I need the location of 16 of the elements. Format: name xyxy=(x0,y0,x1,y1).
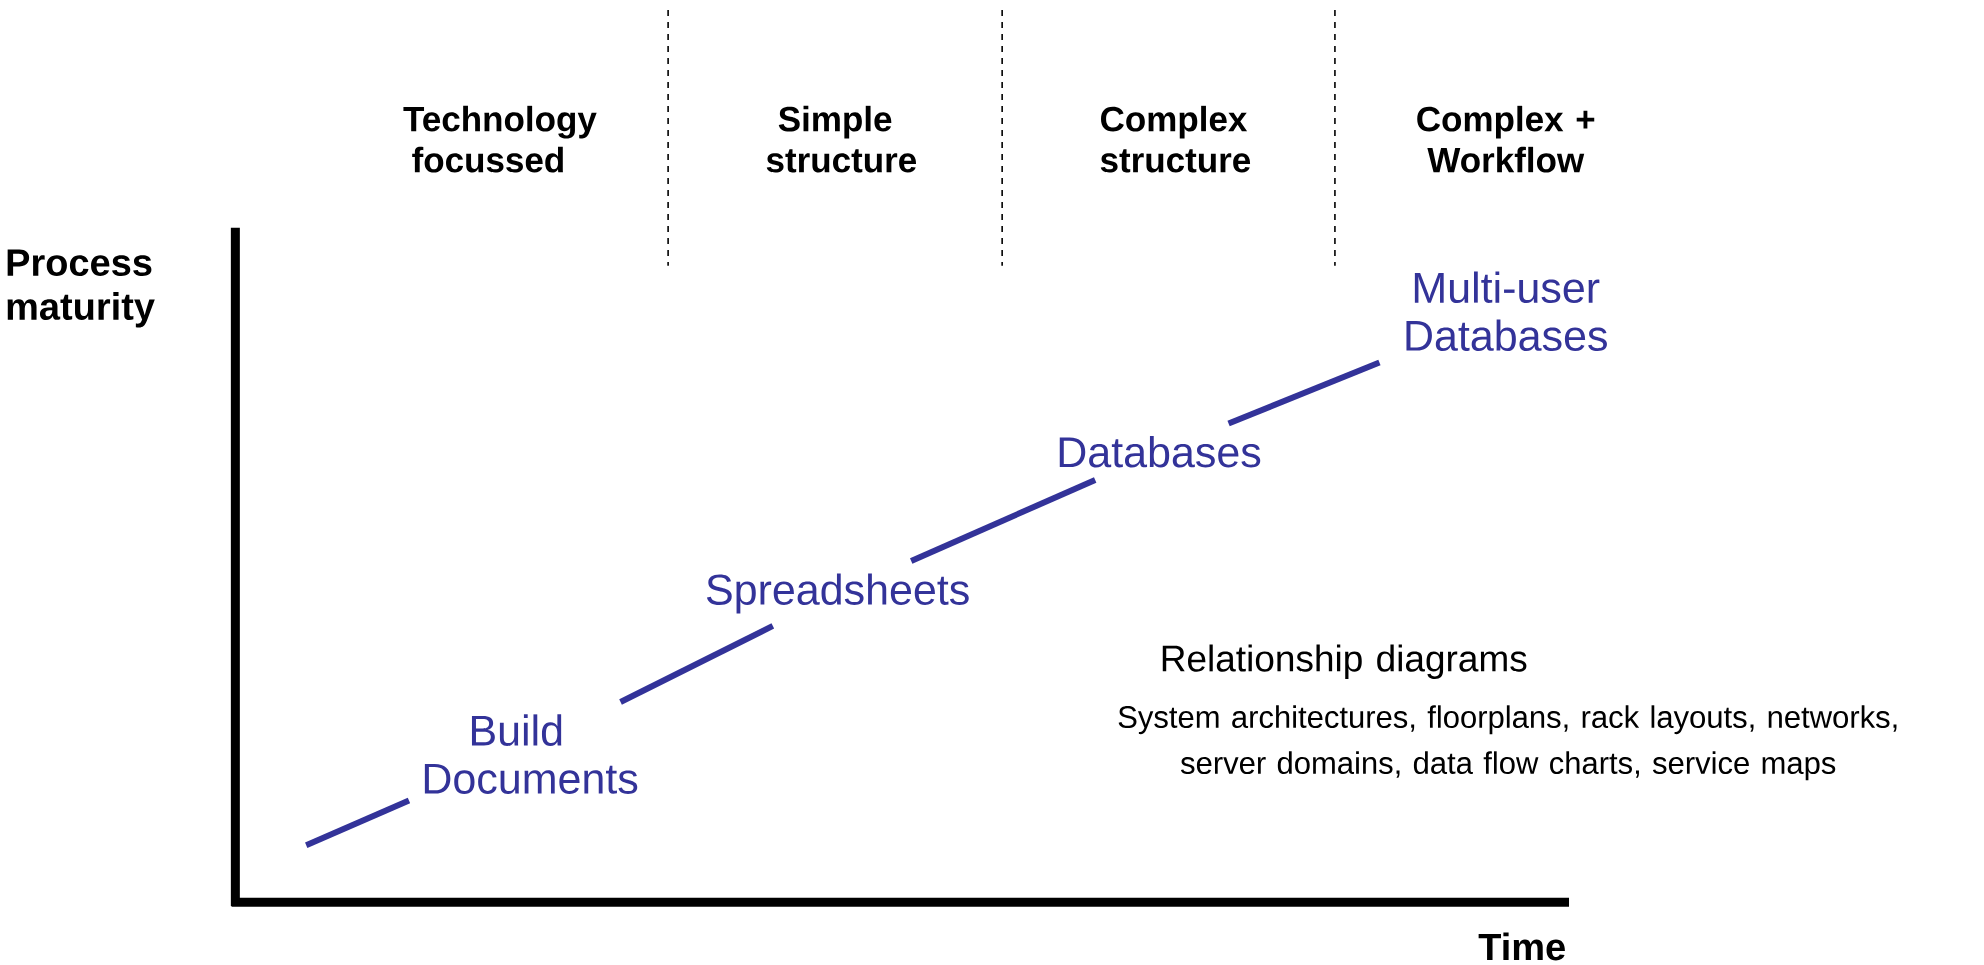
heading: Complex structure xyxy=(1100,105,1251,173)
line xyxy=(910,476,1097,564)
heading: Complex + Workflow xyxy=(1417,105,1595,173)
description: System architectures, floorplans, rack layouts, networks, server domains, data flow charts, service maps xyxy=(1118,705,1897,780)
line xyxy=(619,622,775,705)
axis-label: Process maturity xyxy=(7,249,155,328)
stage-label: Multi-user Databases xyxy=(1406,271,1607,351)
stage-label: Databases xyxy=(1059,435,1261,468)
caption: Relationship diagrams xyxy=(1162,644,1527,679)
line xyxy=(305,797,411,848)
stage-label: Build Documents xyxy=(424,714,638,794)
heading: Simple structure xyxy=(766,105,917,173)
heading: Technology focussed xyxy=(403,105,597,173)
stage-label: Spreadsheets xyxy=(706,573,969,614)
axis-label: Time xyxy=(1478,932,1565,961)
line xyxy=(1227,359,1381,427)
